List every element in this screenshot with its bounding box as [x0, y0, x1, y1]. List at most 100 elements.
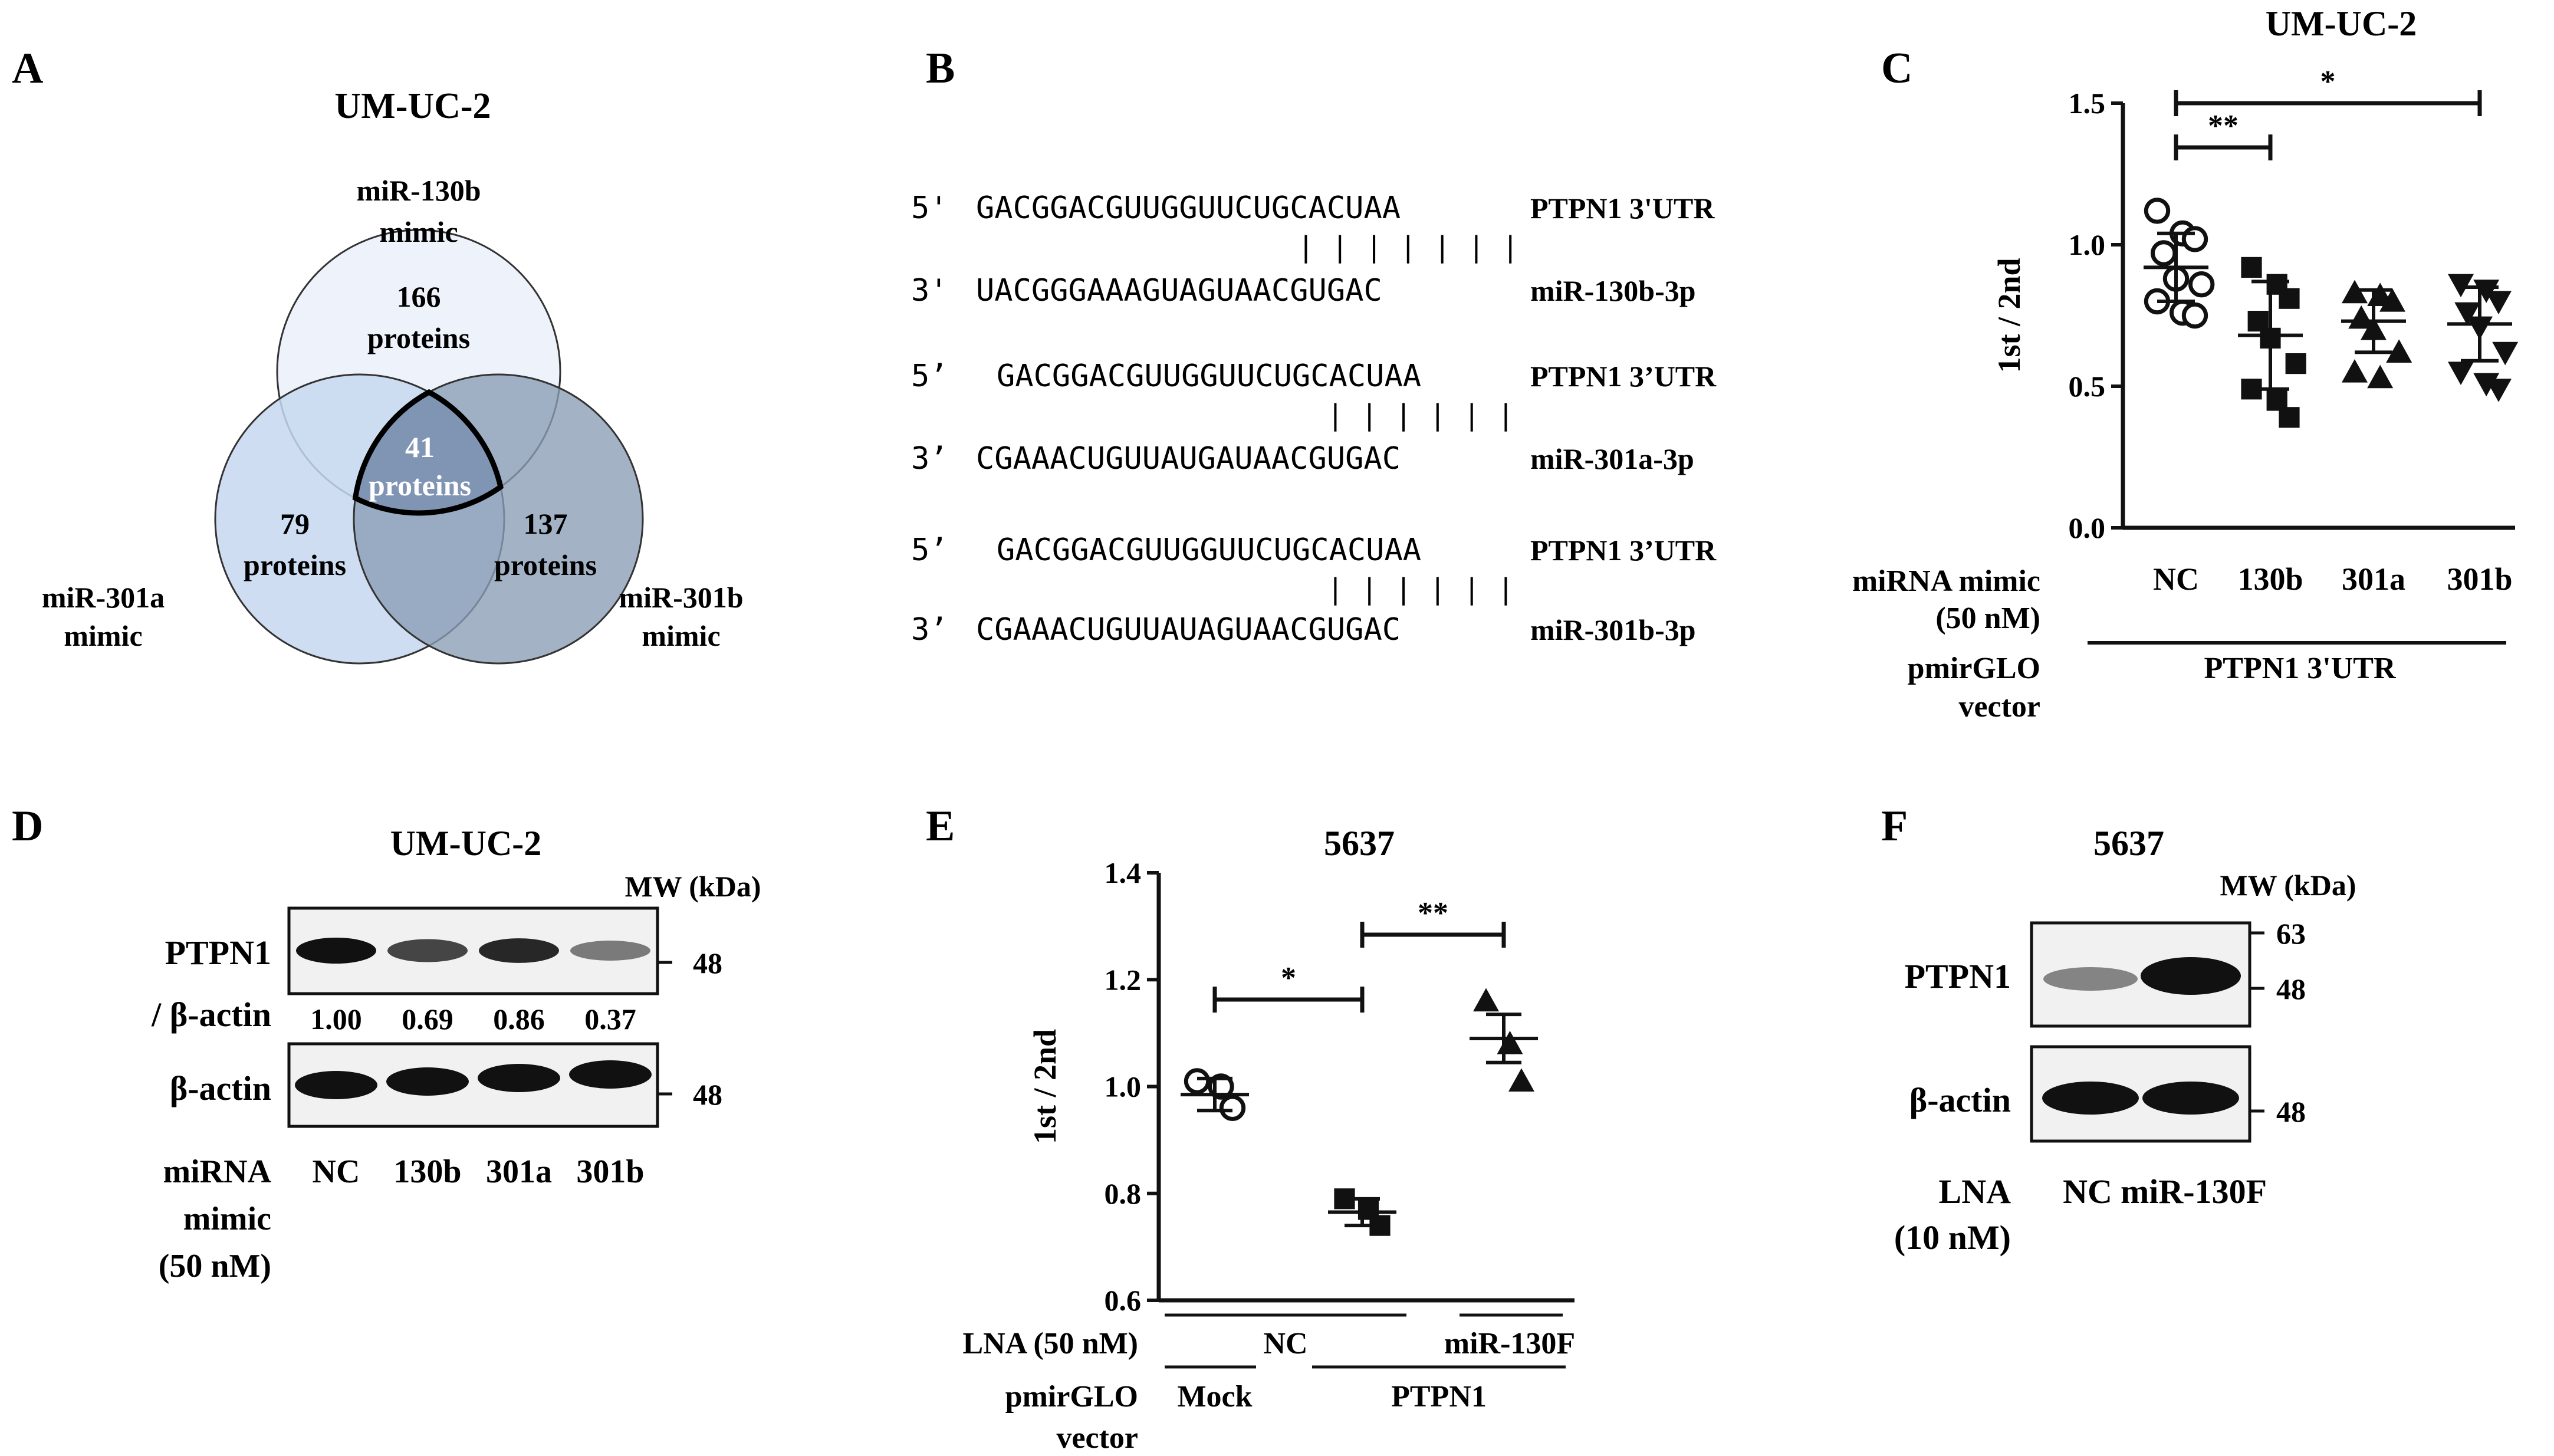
d-mw1: 48 [693, 946, 722, 980]
seq1-bot: UACGGGAAAGUAGUAACGUGAC [976, 273, 1382, 308]
panel-d: D UM-UC-2 MW (kDa) PTPN1 48 / β-actin 1.… [12, 802, 761, 1284]
data-point [2367, 364, 2394, 389]
data-point [1219, 1095, 1246, 1121]
seq2-bot-prime: 3’ [911, 441, 948, 476]
data-point [1473, 988, 1499, 1012]
seq3-top-label: PTPN1 3’UTR [1530, 534, 1717, 567]
c-row2-label-1: pmirGLO [1908, 652, 2040, 685]
seq1-top-label: PTPN1 3'UTR [1530, 192, 1715, 225]
d-band2-label: β-actin [170, 1069, 271, 1107]
y-axis-label: 1st / 2nd [1991, 258, 2027, 373]
d-mw2: 48 [693, 1078, 722, 1111]
data-point [2279, 407, 2300, 428]
f-mw-top: 63 [2276, 917, 2306, 950]
data-point [2279, 288, 2300, 309]
venn-label-mir130b-1: miR-130b [356, 174, 481, 207]
seq2-pairing-bars: | | | | | | [1327, 399, 1514, 432]
data-point [2492, 341, 2519, 366]
chart-title: UM-UC-2 [2266, 4, 2417, 43]
data-point [1497, 1031, 1523, 1054]
f-title: 5637 [2093, 824, 2164, 863]
d-band1-label: PTPN1 [165, 934, 271, 972]
y-tick-label: 0.8 [1105, 1177, 1142, 1210]
d-lane-2: 130b [393, 1153, 461, 1190]
f-lane-1: NC [2063, 1172, 2112, 1211]
seq3-bot-label: miR-301b-3p [1530, 613, 1696, 646]
f-band-actin-mir130f [2142, 1082, 2239, 1115]
f-mw-header: MW (kDa) [2220, 869, 2356, 902]
f-band-actin-nc [2042, 1082, 2139, 1115]
d-ratio-1: 1.00 [310, 1003, 362, 1036]
panel-letter-a: A [12, 44, 43, 93]
d-lane-4: 301b [576, 1153, 644, 1190]
venn-unit-166: proteins [367, 321, 470, 354]
seq3-top-prime: 5’ [911, 533, 948, 568]
data-point [1184, 1068, 1211, 1095]
d-lane-1: NC [313, 1153, 360, 1190]
venn-count-137: 137 [524, 507, 568, 540]
seq3-pairing-bars: | | | | | | [1327, 573, 1514, 606]
data-point [2144, 198, 2171, 224]
venn-triple-intersection [352, 389, 504, 516]
f-band-ptpn1-nc [2043, 967, 2138, 991]
c-row1-label: miRNA mimic [1852, 564, 2040, 598]
data-point [2241, 257, 2262, 278]
data-point [2386, 339, 2412, 363]
d-cond-3: (50 nM) [159, 1248, 271, 1284]
seq3-bot-prime: 3’ [911, 612, 948, 648]
sig-star: * [2320, 65, 2336, 98]
y-tick-label: 1.0 [2069, 228, 2106, 261]
y-axis-label: 1st / 2nd [1027, 1029, 1063, 1144]
data-point [2486, 291, 2512, 314]
e-row1-mir130f: miR-130F [1444, 1327, 1575, 1360]
f-cond-1: LNA [1939, 1172, 2011, 1211]
d-band-ptpn1 [479, 938, 559, 963]
e-row2-mock: Mock [1177, 1380, 1252, 1414]
panel-letter-d: D [12, 802, 43, 850]
venn-count-79: 79 [280, 507, 310, 540]
f-mw-bot: 48 [2276, 1095, 2306, 1128]
panel-a: A UM-UC-2 miR-130b mimic 166 proteins 79… [12, 44, 744, 665]
panel-letter-f: F [1881, 802, 1908, 850]
d-band-ptpn1 [570, 941, 650, 961]
panel-letter-e: E [926, 802, 955, 850]
d-band-actin [295, 1071, 377, 1099]
seq1-bot-prime: 3' [911, 273, 948, 308]
d-band-ptpn1 [387, 939, 468, 962]
y-tick-label: 1.2 [1105, 963, 1142, 996]
seq1-top-prime: 5' [911, 190, 948, 226]
seq2-top: GACGGACGUUGGUUCUGCACUAA [997, 359, 1421, 394]
d-ratio-label: / β-actin [151, 995, 271, 1034]
data-point [2486, 379, 2512, 402]
sig-star: * [1281, 961, 1296, 995]
e-row1-label: LNA (50 nM) [962, 1327, 1138, 1360]
seq1-top: GACGGACGUUGGUUCUGCACUAA [976, 190, 1401, 226]
d-bands-ptpn1 [296, 938, 650, 964]
d-ratio-3: 0.86 [493, 1003, 545, 1036]
d-mw-header: MW (kDa) [624, 870, 761, 903]
f-band-ptpn1-mir130f [2141, 957, 2241, 995]
venn-count-41: 41 [405, 430, 435, 464]
e-row1-nc: NC [1263, 1327, 1307, 1360]
data-point [1508, 1068, 1534, 1092]
c-row2-value: PTPN1 3'UTR [2204, 652, 2397, 685]
panel-letter-c: C [1881, 44, 1912, 93]
sig-star: ** [1418, 896, 1448, 930]
seq2-top-label: PTPN1 3’UTR [1530, 360, 1717, 393]
seq1-pairing-bars: | | | | | | | [1297, 231, 1519, 264]
f-lane-2: miR-130F [2121, 1172, 2267, 1211]
venn-label-mir301a-1: miR-301a [42, 581, 165, 614]
d-lane-3: 301a [486, 1153, 552, 1190]
y-tick-label: 1.0 [1105, 1070, 1142, 1103]
data-point [2379, 288, 2405, 312]
f-band2-label: β-actin [1909, 1081, 2011, 1119]
seq2-top-prime: 5’ [911, 359, 948, 394]
d-band-actin [386, 1067, 469, 1096]
venn-label-mir301a-2: mimic [64, 619, 142, 652]
seq2-bot: CGAAACUGUUAUGAUAACGUGAC [976, 441, 1401, 476]
x-tick-label: 301a [2342, 561, 2405, 597]
d-title: UM-UC-2 [390, 824, 542, 863]
